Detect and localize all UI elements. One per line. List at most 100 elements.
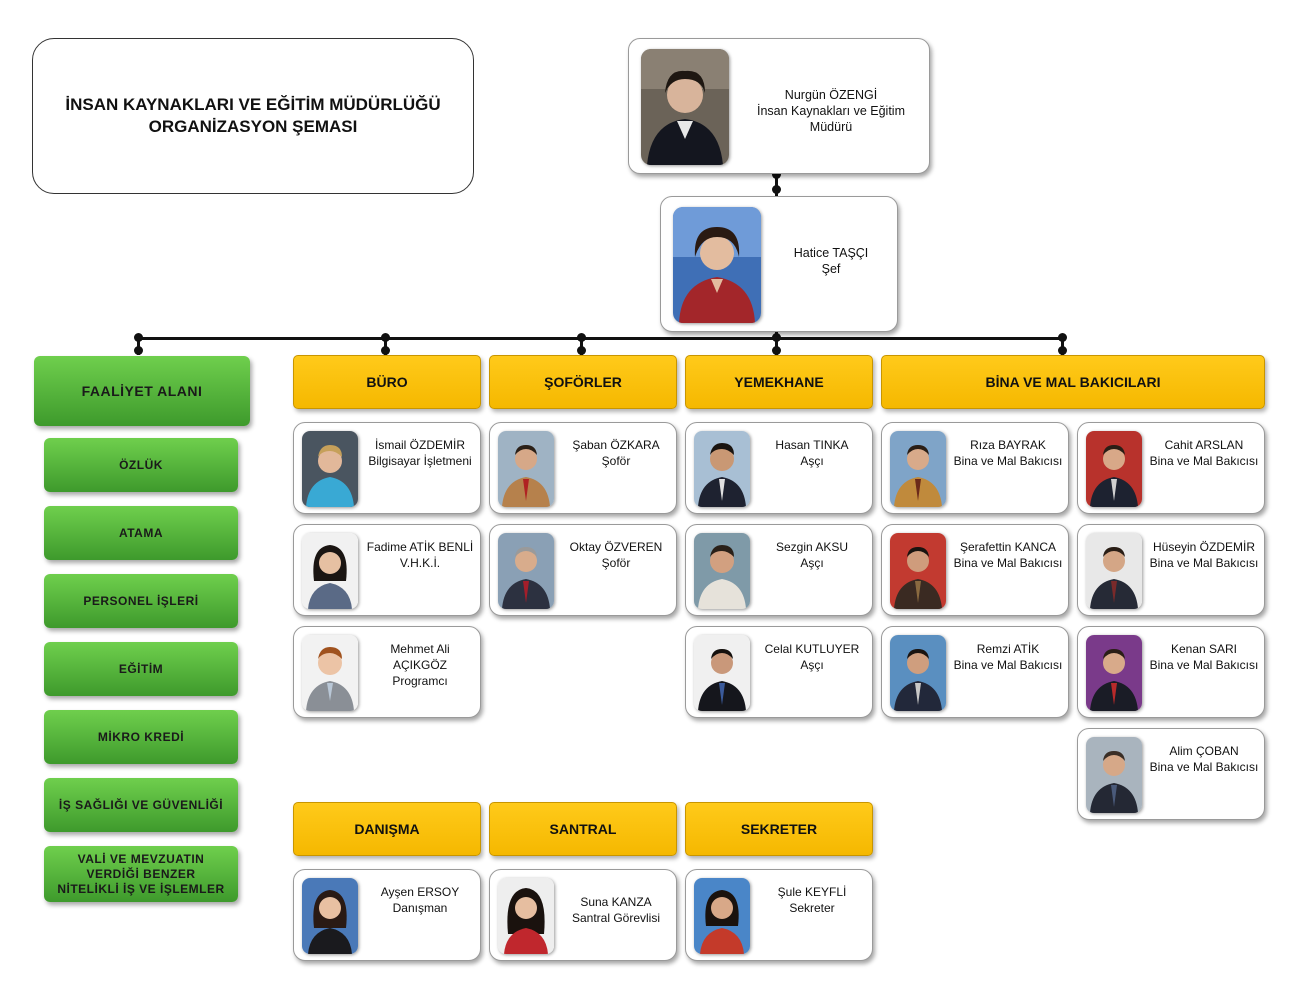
director-role: İnsan Kaynakları ve Eğitim Müdürü [757, 104, 905, 134]
staff-photo [890, 635, 946, 711]
staff-role: Aşçı [800, 556, 824, 570]
chart-title: İNSAN KAYNAKLARI VE EĞİTİM MÜDÜRLÜĞÜ ORG… [32, 38, 474, 194]
staff-card: İsmail ÖZDEMİR Bilgisayar İşletmeni [293, 422, 481, 514]
connector-node [772, 333, 781, 342]
header-yemekhane: YEMEKHANE [685, 355, 873, 409]
staff-card: Remzi ATİK Bina ve Mal Bakıcısı [881, 626, 1069, 718]
staff-role: Bina ve Mal Bakıcısı [953, 556, 1063, 570]
staff-role: Şoför [601, 454, 631, 468]
staff-role: Aşçı [800, 658, 824, 672]
chart-title-line1: İNSAN KAYNAKLARI VE EĞİTİM MÜDÜRLÜĞÜ [65, 95, 441, 114]
staff-name: Şule KEYFLİ [777, 885, 847, 899]
staff-name: Cahit ARSLAN [1164, 438, 1244, 452]
staff-role: Sekreter [789, 901, 835, 915]
director-card: Nurgün ÖZENGİ İnsan Kaynakları ve Eğitim… [628, 38, 930, 174]
staff-photo [1086, 635, 1142, 711]
director-name: Nurgün ÖZENGİ [784, 88, 878, 102]
staff-role: Bilgisayar İşletmeni [368, 454, 472, 468]
staff-name: Celal KUTLUYER [764, 642, 860, 656]
connector-node [772, 185, 781, 194]
staff-name: Fadime ATİK BENLİ [366, 540, 474, 554]
staff-role: Bina ve Mal Bakıcısı [1149, 760, 1259, 774]
staff-photo [694, 431, 750, 507]
staff-name: Hüseyin ÖZDEMİR [1152, 540, 1256, 554]
staff-card: Şule KEYFLİ Sekreter [685, 869, 873, 961]
staff-photo [1086, 737, 1142, 813]
activity-header: FAALİYET ALANI [34, 356, 250, 426]
connector-node [381, 346, 390, 355]
staff-name: Suna KANZA [580, 895, 652, 909]
staff-card: Şerafettin KANCA Bina ve Mal Bakıcısı [881, 524, 1069, 616]
chief-role: Şef [821, 262, 841, 276]
connector-node [577, 333, 586, 342]
staff-role: V.H.K.İ. [399, 556, 441, 570]
staff-photo [890, 431, 946, 507]
staff-role: Bina ve Mal Bakıcısı [1149, 658, 1259, 672]
connector-node [772, 346, 781, 355]
staff-photo [890, 533, 946, 609]
activity-item-mikro-kredi: MİKRO KREDİ [44, 710, 238, 764]
staff-photo [694, 878, 750, 954]
staff-role: Şoför [601, 556, 631, 570]
staff-photo [302, 533, 358, 609]
staff-name: Şaban ÖZKARA [572, 438, 660, 452]
staff-card: Mehmet Ali AÇIKGÖZ Programcı [293, 626, 481, 718]
staff-name: Mehmet Ali AÇIKGÖZ [390, 642, 450, 672]
header-santral: SANTRAL [489, 802, 677, 856]
connector-node [134, 333, 143, 342]
staff-name: Rıza BAYRAK [970, 438, 1046, 452]
staff-card: Oktay ÖZVEREN Şoför [489, 524, 677, 616]
staff-card: Suna KANZA Santral Görevlisi [489, 869, 677, 961]
connector-node [772, 170, 781, 179]
connector-node [1058, 346, 1067, 355]
header-danisma: DANIŞMA [293, 802, 481, 856]
staff-role: Programcı [392, 674, 448, 688]
staff-role: Bina ve Mal Bakıcısı [1149, 556, 1259, 570]
staff-name: Sezgin AKSU [775, 540, 849, 554]
staff-card: Hüseyin ÖZDEMİR Bina ve Mal Bakıcısı [1077, 524, 1265, 616]
staff-photo [498, 878, 554, 954]
staff-role: Bina ve Mal Bakıcısı [1149, 454, 1259, 468]
connector-bus [137, 337, 1065, 340]
staff-photo [694, 533, 750, 609]
staff-name: Remzi ATİK [976, 642, 1040, 656]
staff-name: Kenan SARI [1170, 642, 1238, 656]
connector-node [577, 346, 586, 355]
staff-photo [1086, 431, 1142, 507]
chief-name: Hatice TAŞÇI [793, 246, 869, 260]
staff-photo [498, 533, 554, 609]
staff-role: Danışman [392, 901, 448, 915]
staff-role: Bina ve Mal Bakıcısı [953, 658, 1063, 672]
staff-name: Oktay ÖZVEREN [569, 540, 663, 554]
header-sekreter: SEKRETER [685, 802, 873, 856]
connector-node [134, 346, 143, 355]
staff-name: Şerafettin KANCA [959, 540, 1057, 554]
chief-photo [673, 207, 761, 323]
staff-role: Santral Görevlisi [571, 911, 661, 925]
staff-card: Kenan SARI Bina ve Mal Bakıcısı [1077, 626, 1265, 718]
header-buro: BÜRO [293, 355, 481, 409]
staff-photo [302, 635, 358, 711]
header-bina: BİNA VE MAL BAKICILARI [881, 355, 1265, 409]
activity-item-egitim: EĞİTİM [44, 642, 238, 696]
staff-role: Aşçı [800, 454, 824, 468]
staff-name: İsmail ÖZDEMİR [375, 438, 465, 452]
staff-photo [498, 431, 554, 507]
connector-node [381, 333, 390, 342]
staff-card: Fadime ATİK BENLİ V.H.K.İ. [293, 524, 481, 616]
staff-card: Sezgin AKSU Aşçı [685, 524, 873, 616]
staff-card: Cahit ARSLAN Bina ve Mal Bakıcısı [1077, 422, 1265, 514]
staff-card: Celal KUTLUYER Aşçı [685, 626, 873, 718]
activity-item-isg: İŞ SAĞLIĞI VE GÜVENLİĞİ [44, 778, 238, 832]
staff-photo [694, 635, 750, 711]
header-soforler: ŞOFÖRLER [489, 355, 677, 409]
staff-photo [302, 431, 358, 507]
activity-item-vali: VALİ VE MEVZUATIN VERDİĞİ BENZER NİTELİK… [44, 846, 238, 902]
connector-node [1058, 333, 1067, 342]
chart-title-line2: ORGANİZASYON ŞEMASI [148, 117, 358, 136]
staff-photo [302, 878, 358, 954]
